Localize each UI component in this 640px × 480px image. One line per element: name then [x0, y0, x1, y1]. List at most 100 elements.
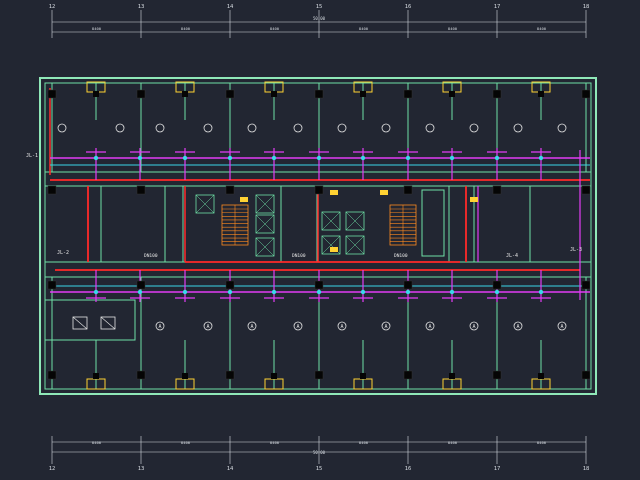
diffuser-top: [557, 123, 567, 133]
elevator-cross: [345, 235, 365, 255]
span-text: 8400: [448, 26, 458, 31]
corridor-note-right: DN100: [394, 253, 408, 259]
column: [403, 185, 413, 195]
corridor-note-center: DN100: [292, 253, 306, 259]
valve-bottom: [227, 289, 233, 295]
column-small: [360, 91, 366, 97]
axis-label-18: 18: [583, 466, 590, 472]
column: [403, 370, 413, 380]
valve-bottom: [405, 289, 411, 295]
toilet-fixture-mark: [72, 316, 88, 330]
valve-bottom: [93, 289, 99, 295]
elevator-shaft: [345, 235, 365, 255]
column: [47, 370, 57, 380]
diffuser-top: [247, 123, 257, 133]
diffuser-top: [155, 123, 165, 133]
diffuser-bottom: [513, 321, 523, 331]
valve-bottom: [449, 289, 455, 295]
valve-top: [449, 155, 455, 161]
diffuser-glyph: A: [516, 324, 519, 330]
elevator-cross: [255, 194, 275, 214]
valve-bottom: [271, 289, 277, 295]
diffuser-glyph: A: [296, 324, 299, 330]
valve-top: [538, 155, 544, 161]
span-text: 8400: [270, 26, 280, 31]
elevator-shaft: [345, 211, 365, 231]
column: [581, 370, 591, 380]
column: [136, 89, 146, 99]
column: [581, 185, 591, 195]
diffuser-bottom: [247, 321, 257, 331]
diffuser-top: [115, 123, 125, 133]
left-office: [44, 185, 102, 263]
column-small: [93, 373, 99, 379]
elevator-shaft: [255, 237, 275, 257]
valve-bottom: [316, 289, 322, 295]
column: [47, 89, 57, 99]
elevator-cross: [321, 235, 341, 255]
equipment-box: [330, 190, 338, 195]
valve-bottom: [360, 289, 366, 295]
riser-label-jl4: JL-4: [506, 253, 518, 259]
diffuser-bottom: [337, 321, 347, 331]
diffuser-glyph: A: [340, 324, 343, 330]
axis-label-16: 16: [405, 4, 412, 10]
elevator-shaft: [255, 214, 275, 234]
axis-label-13: 13: [138, 466, 145, 472]
riser-label-jl3: JL-3: [570, 247, 582, 253]
axis-label-17: 17: [494, 466, 501, 472]
valve-bottom: [494, 289, 500, 295]
column: [581, 280, 591, 290]
column: [225, 89, 235, 99]
elevator-shaft: [195, 194, 215, 214]
column: [492, 370, 502, 380]
valve-bottom: [137, 289, 143, 295]
valve-top: [271, 155, 277, 161]
column: [403, 89, 413, 99]
core-left: [182, 185, 282, 263]
pipe-shaft: [421, 189, 445, 257]
valve-top: [93, 155, 99, 161]
riser-label-jl2: JL-2: [57, 250, 69, 256]
column: [492, 280, 502, 290]
diffuser-glyph: A: [206, 324, 209, 330]
column-small: [182, 91, 188, 97]
column: [225, 185, 235, 195]
span-text: 8400: [359, 26, 369, 31]
column-small: [538, 373, 544, 379]
toilet-fixture: [100, 316, 116, 330]
diffuser-bottom: [155, 321, 165, 331]
diffuser-top: [337, 123, 347, 133]
column-small: [449, 373, 455, 379]
plan-labels: JL-1 JL-2 JL-3 JL-4 DN100 DN100 DN100: [26, 153, 582, 259]
diffuser-top: [425, 123, 435, 133]
span-text: 8400: [92, 440, 102, 445]
diffuser-bottom: [425, 321, 435, 331]
column: [314, 185, 324, 195]
column: [47, 280, 57, 290]
column: [136, 370, 146, 380]
column-small: [360, 373, 366, 379]
span-text: 8400: [181, 440, 191, 445]
diffuser-glyph: A: [472, 324, 475, 330]
column: [492, 185, 502, 195]
building-core: [182, 185, 450, 263]
axis-label-14: 14: [227, 4, 234, 10]
column: [581, 89, 591, 99]
axis-label-15: 15: [316, 466, 323, 472]
span-text: 8400: [359, 440, 369, 445]
span-text: 8400: [92, 26, 102, 31]
elevator-cross: [255, 214, 275, 234]
diffuser-top: [381, 123, 391, 133]
axis-label-15: 15: [316, 4, 323, 10]
diffuser-glyph: A: [384, 324, 387, 330]
diffuser-top: [469, 123, 479, 133]
equipment-box: [380, 190, 388, 195]
diffuser-top: [293, 123, 303, 133]
column-small: [182, 373, 188, 379]
toilet-fixture-mark: [100, 316, 116, 330]
column: [492, 89, 502, 99]
elevator-cross: [321, 211, 341, 231]
axis-label-18: 18: [583, 4, 590, 10]
